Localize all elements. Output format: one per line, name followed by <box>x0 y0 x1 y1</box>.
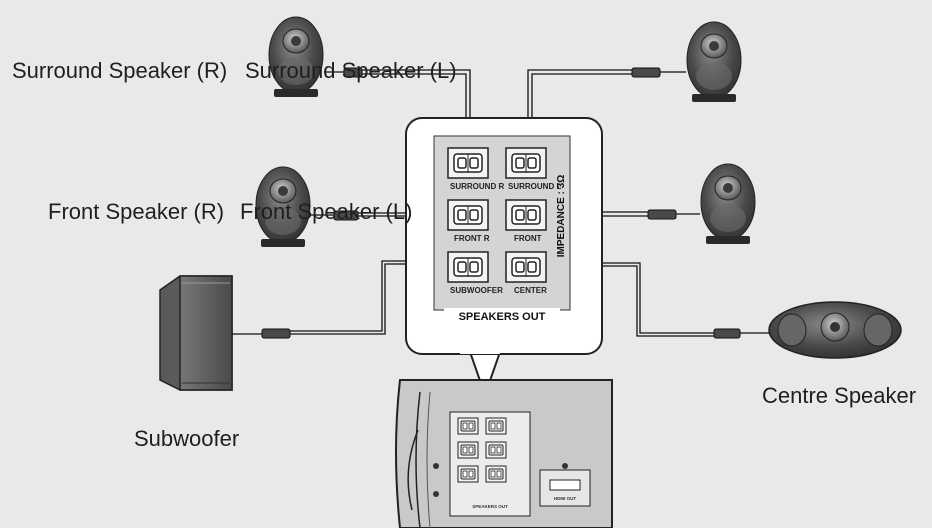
mini-terminal-3 <box>457 441 479 459</box>
label-surround-right: Surround Speaker (R) <box>12 58 228 83</box>
terminal-label-surround-r: SURROUND R <box>450 182 504 191</box>
mini-terminal-6 <box>485 465 507 483</box>
mini-terminal-5 <box>457 465 479 483</box>
label-centre-speaker: Centre Speaker <box>762 383 917 408</box>
unit-hdmi-label: HDMI OUT <box>554 496 576 501</box>
terminal-subwoofer <box>447 251 489 283</box>
terminal-label-front-r: FRONT R <box>454 234 490 243</box>
terminal-front-left <box>505 199 547 231</box>
terminal-front-right <box>447 199 489 231</box>
centre-speaker-icon <box>768 301 902 359</box>
mini-terminal-4 <box>485 441 507 459</box>
subwoofer-icon <box>159 275 233 391</box>
terminal-surround-right <box>447 147 489 179</box>
unit-speakers-out-label: SPEAKERS OUT <box>472 504 508 509</box>
speakers-out-title: SPEAKERS OUT <box>459 311 546 323</box>
label-subwoofer: Subwoofer <box>134 426 240 451</box>
terminal-label-subwoofer: SUBWOOFER <box>450 286 503 295</box>
terminal-center <box>505 251 547 283</box>
terminal-label-center: CENTER <box>514 286 547 295</box>
terminal-label-front-l: FRONT <box>514 234 542 243</box>
label-surround-left: Surround Speaker (L) <box>245 58 457 83</box>
surround-speaker-right <box>268 16 324 98</box>
terminal-label-surround-l: SURROUND L <box>508 182 561 191</box>
label-front-left: Front Speaker (L) <box>240 199 413 224</box>
impedance-label: IMPEDANCE : 3Ω <box>556 175 567 257</box>
terminal-surround-left <box>505 147 547 179</box>
surround-speaker-left <box>686 21 742 103</box>
mini-terminal-2 <box>485 417 507 435</box>
front-speaker-left <box>700 163 756 245</box>
mini-terminal-1 <box>457 417 479 435</box>
label-front-right: Front Speaker (R) <box>48 199 225 224</box>
cable-plugs <box>261 67 741 339</box>
